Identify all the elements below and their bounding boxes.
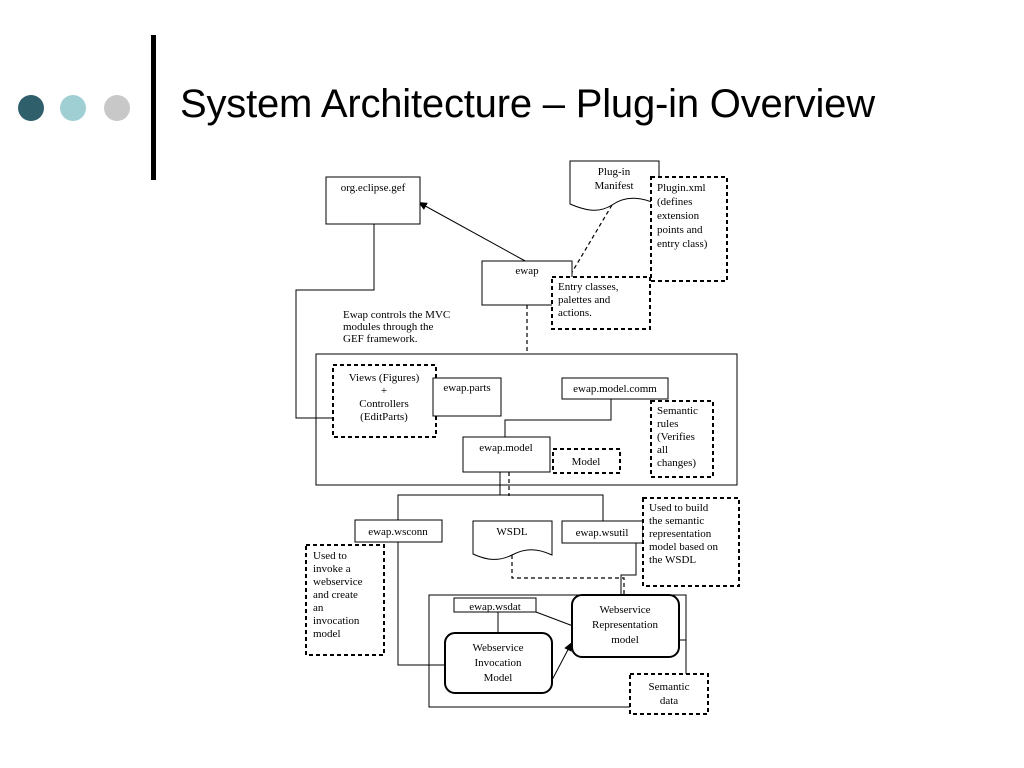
representation-to-container-line	[679, 639, 687, 662]
wsconn-note-line: model	[313, 628, 341, 640]
entry-classes-line: actions.	[558, 307, 592, 319]
semantic-data-line: Semantic	[649, 681, 690, 693]
views-controllers-line: Views (Figures)	[349, 372, 420, 384]
wsdat-to-representation-line	[535, 611, 574, 627]
wsdl-to-representation-dashed	[511, 555, 625, 596]
semantic-rules-line: Semantic	[657, 405, 698, 417]
semantic-rules-line: (Verifies	[657, 431, 695, 443]
wsdl-label: WSDL	[496, 526, 527, 538]
plugin-xml-note: Plugin.xml (defines extension points and…	[650, 176, 728, 282]
wsutil-note-line: the semantic	[649, 515, 704, 527]
semantic-data-line: data	[660, 695, 678, 707]
wsutil-note-line: representation	[649, 528, 712, 540]
wsconn-note-line: and create	[313, 589, 358, 601]
views-controllers-line: Controllers	[359, 398, 409, 410]
ws-representation-line: model	[611, 634, 639, 646]
mvc-caption-line: GEF framework.	[343, 333, 418, 345]
ewap-to-gef-arrow	[417, 201, 528, 263]
wsconn-note-line: an	[313, 602, 324, 614]
views-controllers-line: +	[381, 385, 387, 397]
plugin-xml-line: (defines	[657, 196, 692, 208]
wsconn-to-invocation-line	[397, 542, 445, 666]
ws-representation-line: Representation	[592, 619, 658, 631]
ewap-model-comm-label: ewap.model.comm	[573, 383, 657, 395]
wsutil-note-line: model based on	[649, 541, 719, 553]
ewap-model-label: ewap.model	[479, 442, 532, 454]
gef-to-views-line	[295, 224, 375, 419]
mvc-caption: Ewap controls the MVC modules through th…	[343, 309, 450, 345]
model-to-wsutil-line	[500, 494, 604, 521]
dashed-connectors	[508, 204, 625, 596]
manifest-to-entry-dashed	[567, 204, 613, 280]
plugin-xml-line: Plugin.xml	[657, 182, 706, 194]
org-eclipse-gef-label: org.eclipse.gef	[341, 182, 406, 194]
ewap-model-box: ewap.model	[462, 436, 551, 473]
ewap-wsconn-label: ewap.wsconn	[368, 526, 428, 538]
model-note-label: Model	[572, 456, 601, 468]
plugin-xml-line: points and	[657, 224, 703, 236]
plugin-xml-line: entry class)	[657, 238, 708, 250]
ws-representation-line: Webservice	[599, 604, 650, 616]
wsconn-note-line: invoke a	[313, 563, 351, 575]
webservice-container	[428, 594, 687, 708]
wsutil-note: Used to build the semantic representatio…	[642, 497, 740, 587]
mvc-caption-line: Ewap controls the MVC	[343, 309, 450, 321]
ewap-wsutil-box: ewap.wsutil	[561, 520, 644, 544]
comm-to-model-line	[504, 398, 612, 437]
ws-invocation-model: Webservice Invocation Model	[444, 632, 553, 694]
connector-lines	[295, 201, 687, 683]
ewap-wsconn-box: ewap.wsconn	[354, 519, 443, 543]
title-divider	[151, 35, 156, 180]
semantic-data-note: Semantic data	[629, 673, 709, 715]
model-to-wsconn-line	[397, 472, 501, 520]
semantic-rules-line: rules	[657, 418, 678, 430]
wsutil-note-line: the WSDL	[649, 554, 696, 566]
ewap-model-comm-box: ewap.model.comm	[561, 377, 669, 400]
model-note: Model	[552, 448, 621, 474]
plugin-manifest-document: Plug-in Manifest	[569, 160, 660, 211]
ws-invocation-line: Model	[484, 672, 513, 684]
entry-classes-note: Entry classes, palettes and actions.	[551, 276, 651, 330]
wsconn-note-line: Used to	[313, 550, 347, 562]
wsutil-to-representation-line	[620, 543, 637, 595]
ws-invocation-line: Webservice	[472, 642, 523, 654]
ewap-wsutil-label: ewap.wsutil	[576, 527, 629, 539]
ewap-parts-label: ewap.parts	[443, 382, 490, 394]
views-controllers-line: (EditParts)	[360, 411, 408, 423]
plugin-manifest-line: Manifest	[594, 180, 633, 192]
bullet-dot-dark	[18, 95, 44, 121]
views-controllers-note: Views (Figures) + Controllers (EditParts…	[332, 364, 437, 438]
page-title: System Architecture – Plug-in Overview	[180, 82, 875, 126]
ws-invocation-line: Invocation	[474, 657, 522, 669]
entry-classes-line: palettes and	[558, 294, 611, 306]
bullet-dot-gray	[104, 95, 130, 121]
invocation-to-representation-arrow	[550, 641, 573, 683]
ewap-parts-box: ewap.parts	[432, 377, 502, 417]
semantic-rules-line: all	[657, 444, 668, 456]
ewap-label: ewap	[515, 265, 539, 277]
wsconn-note-line: invocation	[313, 615, 360, 627]
wsconn-note: Used to invoke a webservice and create a…	[305, 544, 385, 656]
semantic-rules-line: changes)	[657, 457, 696, 469]
entry-classes-line: Entry classes,	[558, 281, 619, 293]
semantic-rules-note: Semantic rules (Verifies all changes)	[650, 400, 714, 478]
ewap-wsdat-box: ewap.wsdat	[453, 597, 537, 613]
plugin-manifest-line: Plug-in	[598, 166, 631, 178]
mvc-container	[315, 353, 738, 486]
wsconn-note-line: webservice	[313, 576, 363, 588]
bullet-dot-light	[60, 95, 86, 121]
ewap-wsdat-label: ewap.wsdat	[469, 601, 521, 613]
plugin-xml-line: extension	[657, 210, 700, 222]
org-eclipse-gef-box: org.eclipse.gef	[325, 176, 421, 225]
ws-representation-model: Webservice Representation model	[571, 594, 680, 658]
mvc-caption-line: modules through the	[343, 321, 434, 333]
wsdl-document: WSDL	[472, 520, 553, 560]
wsutil-note-line: Used to build	[649, 502, 709, 514]
